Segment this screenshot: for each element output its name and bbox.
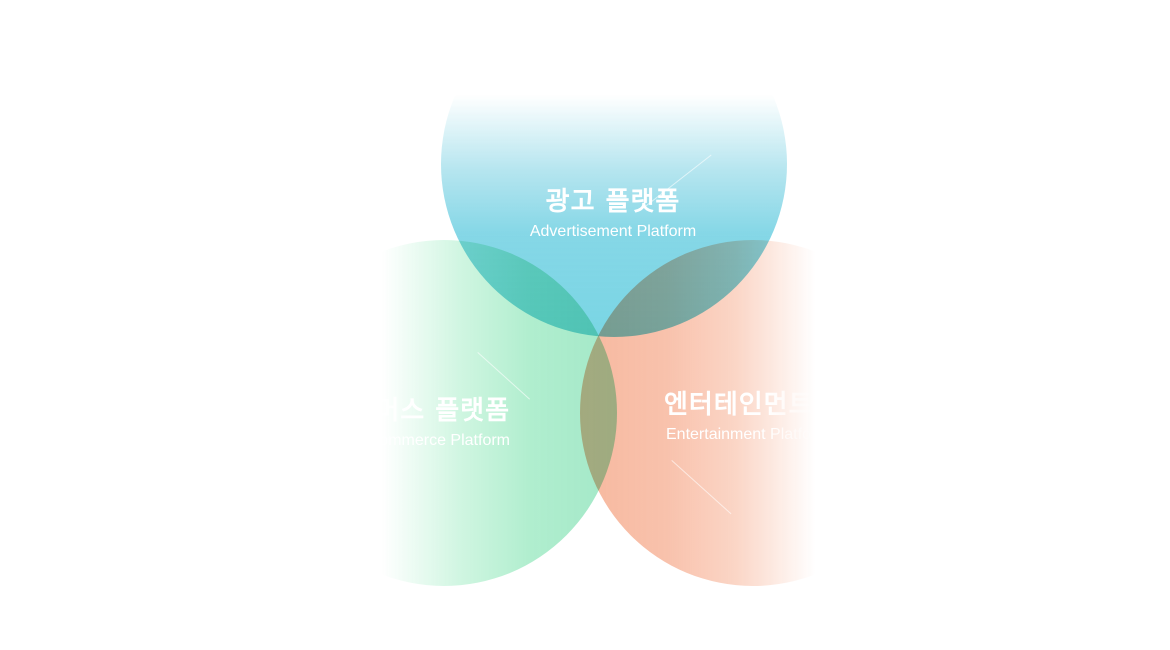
advertisement-title: 광고 플랫폼 [545, 187, 681, 217]
entertainment-title: 엔터테인먼트 [664, 390, 814, 420]
commerce-label-group: 커머스 플랫폼 Commerce Platform [330, 386, 510, 456]
commerce-circle [271, 240, 617, 586]
entertainment-subtitle: Entertainment Platform [666, 426, 824, 443]
commerce-subtitle: Commerce Platform [367, 432, 510, 449]
commerce-title: 커머스 플랫폼 [350, 396, 510, 426]
entertainment-circle [580, 240, 926, 586]
advertisement-subtitle: Advertisement Platform [529, 223, 697, 240]
entertainment-label-group: 엔터테인먼트 Entertainment Platform [664, 380, 824, 450]
